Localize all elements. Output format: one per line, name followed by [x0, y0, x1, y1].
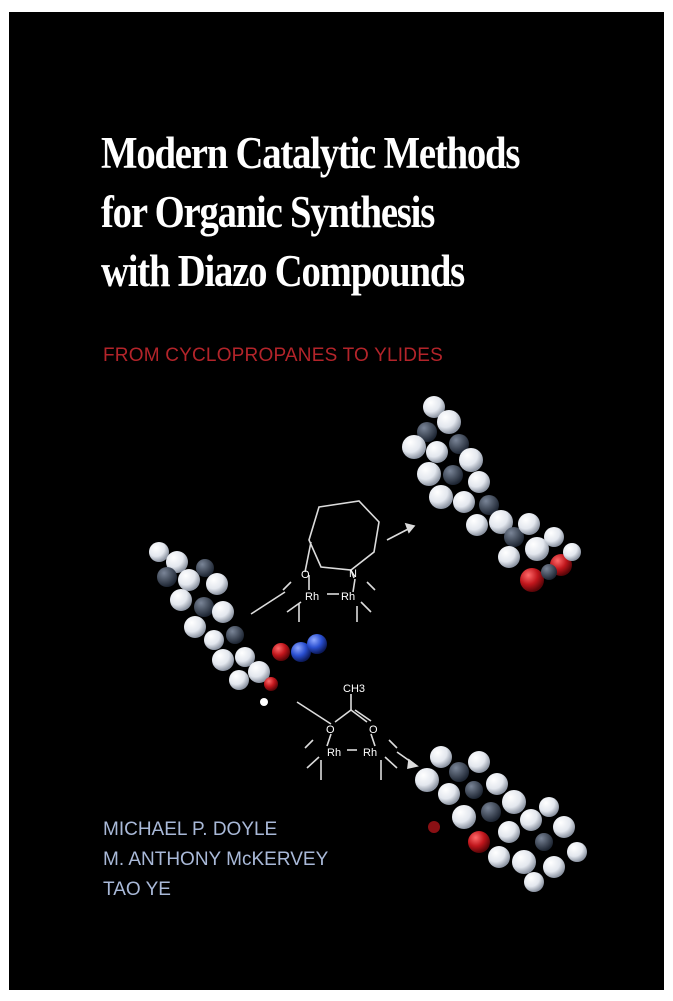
label-nitrogen-top: N — [349, 568, 357, 580]
molecule-product-top — [402, 396, 581, 592]
molecule-illustration: O N Rh Rh CH3 O O Rh Rh — [149, 396, 587, 892]
book-cover: Modern Catalytic Methods for Organic Syn… — [9, 12, 664, 990]
catalyst-structure-bottom — [296, 694, 419, 780]
title-line-2: for Organic Synthesis — [101, 187, 435, 237]
label-methyl: CH3 — [343, 683, 365, 695]
molecule-product-bottom — [415, 746, 587, 892]
book-authors: MICHAEL P. DOYLE M. ANTHONY McKERVEY TAO… — [103, 815, 328, 905]
molecule-diazo-reactant — [149, 542, 327, 706]
author-1: MICHAEL P. DOYLE — [103, 819, 278, 840]
label-rhodium-top-right: Rh — [341, 591, 355, 603]
label-rhodium-top-left: Rh — [305, 591, 319, 603]
label-oxygen-top: O — [301, 569, 310, 581]
author-2: M. ANTHONY McKERVEY — [103, 849, 329, 870]
label-rhodium-bottom-left: Rh — [327, 747, 341, 759]
title-line-1: Modern Catalytic Methods — [101, 128, 520, 178]
label-rhodium-bottom-right: Rh — [363, 747, 377, 759]
catalyst-structure-top — [250, 500, 416, 622]
book-title: Modern Catalytic Methods for Organic Syn… — [101, 124, 583, 301]
label-oxygen-bottom-left: O — [326, 724, 335, 736]
label-oxygen-bottom-right: O — [369, 724, 378, 736]
author-3: TAO YE — [103, 879, 171, 900]
title-line-3: with Diazo Compounds — [101, 246, 465, 296]
book-subtitle: FROM CYCLOPROPANES TO YLIDES — [103, 345, 443, 366]
